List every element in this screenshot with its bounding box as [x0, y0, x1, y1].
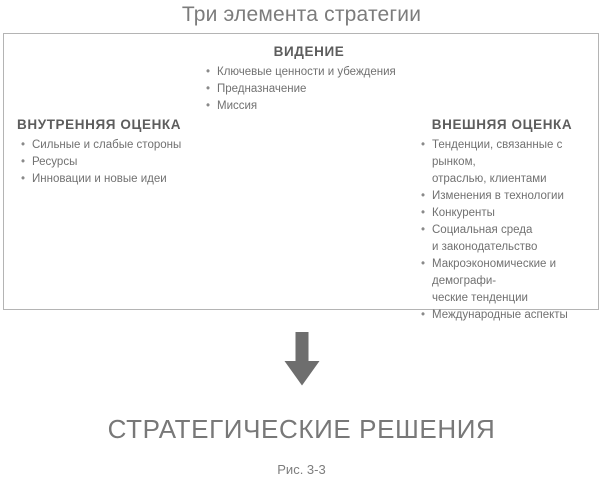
list-item: • Ресурсы [21, 154, 227, 171]
block-external-assessment: ВНЕШНЯЯ ОЦЕНКА • Тенденции, связанные с … [409, 117, 595, 324]
list-item-text-continued: отраслью, клиентами [432, 173, 547, 185]
bullet-icon: • [421, 139, 426, 151]
list-item: • Социальная среда и законодательство [421, 222, 595, 256]
block-internal-assessment-list: • Сильные и слабые стороны • Ресурсы • И… [17, 137, 227, 188]
bullet-icon: • [206, 66, 211, 78]
block-external-assessment-list: • Тенденции, связанные с рынком, отрасль… [409, 137, 595, 324]
list-item: • Конкуренты [421, 205, 595, 222]
list-item: • Макроэкономические и демографи- ческие… [421, 256, 595, 307]
bullet-icon: • [421, 309, 426, 321]
list-item: • Тенденции, связанные с рынком, отрасль… [421, 137, 595, 188]
list-item: • Ключевые ценности и убеждения [206, 64, 454, 81]
bullet-icon: • [21, 139, 26, 151]
strategy-elements-panel: ВИДЕНИЕ • Ключевые ценности и убеждения … [3, 33, 599, 321]
block-vision-list: • Ключевые ценности и убеждения • Предна… [164, 64, 454, 115]
list-item: • Миссия [206, 98, 454, 115]
bullet-icon: • [21, 156, 26, 168]
list-item-text: Миссия [217, 100, 258, 112]
block-vision-heading: ВИДЕНИЕ [273, 44, 345, 59]
list-item-text-continued: и законодательство [432, 241, 538, 253]
bullet-icon: • [421, 207, 426, 219]
list-item-text: Ресурсы [32, 156, 78, 168]
list-item-text: Сильные и слабые стороны [32, 139, 182, 151]
block-internal-assessment-heading: ВНУТРЕННЯЯ ОЦЕНКА [17, 117, 182, 132]
strategic-decisions-label: СТРАТЕГИЧЕСКИЕ РЕШЕНИЯ [107, 414, 496, 444]
bullet-icon: • [421, 224, 426, 236]
bullet-icon: • [421, 258, 426, 270]
list-item-text: Макроэкономические и демографи- [432, 258, 557, 287]
block-external-assessment-heading: ВНЕШНЯЯ ОЦЕНКА [431, 117, 573, 132]
figure-title: Три элемента стратегии [181, 3, 422, 26]
list-item: • Международные аспекты [421, 307, 595, 324]
figure-caption: Рис. 3-3 [277, 462, 326, 477]
down-arrow-icon [281, 330, 323, 388]
list-item-text: Предназначение [217, 83, 307, 95]
list-item: • Инновации и новые идеи [21, 171, 227, 188]
list-item-text: Социальная среда [432, 224, 533, 236]
list-item: • Предназначение [206, 81, 454, 98]
list-item-text: Международные аспекты [432, 309, 568, 321]
bullet-icon: • [21, 173, 26, 185]
list-item-text-continued: ческие тенденции [432, 292, 528, 304]
list-item: • Изменения в технологии [421, 188, 595, 205]
list-item-text: Ключевые ценности и убеждения [217, 66, 396, 78]
list-item-text: Тенденции, связанные с рынком, [432, 139, 563, 168]
bullet-icon: • [421, 190, 426, 202]
bullet-icon: • [206, 83, 211, 95]
list-item-text: Инновации и новые идеи [32, 173, 167, 185]
list-item-text: Конкуренты [432, 207, 495, 219]
list-item: • Сильные и слабые стороны [21, 137, 227, 154]
block-vision: ВИДЕНИЕ • Ключевые ценности и убеждения … [164, 44, 454, 115]
bullet-icon: • [206, 100, 211, 112]
block-internal-assessment: ВНУТРЕННЯЯ ОЦЕНКА • Сильные и слабые сто… [17, 117, 227, 188]
list-item-text: Изменения в технологии [432, 190, 564, 202]
